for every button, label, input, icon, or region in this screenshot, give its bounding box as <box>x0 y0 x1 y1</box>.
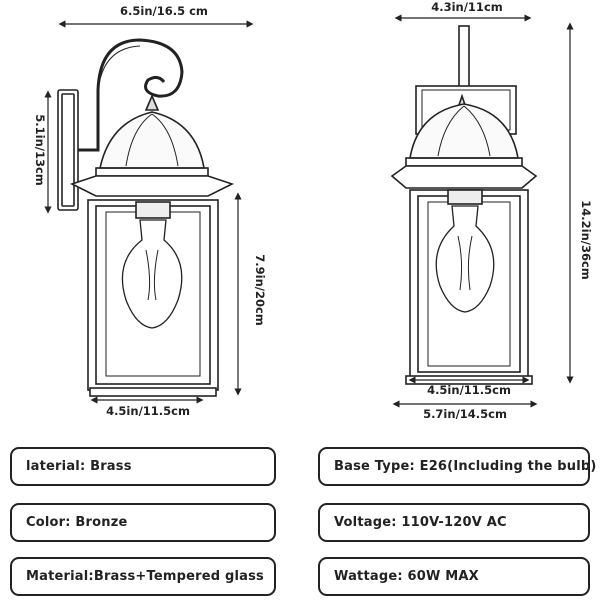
spec-material-text: laterial: Brass <box>26 459 132 474</box>
spec-color-text: Color: Bronze <box>26 515 128 530</box>
spec-voltage-box: Voltage: 110V-120V AC <box>318 503 590 542</box>
spec-material-full-box: Material:Brass+Tempered glass <box>10 557 276 596</box>
dim-left-backplate-height: 5.1in/13cm <box>33 114 47 186</box>
spec-base-type-box: Base Type: E26(Including the bulb) <box>318 447 596 486</box>
spec-wattage-box: Wattage: 60W MAX <box>318 557 590 596</box>
spec-wattage-text: Wattage: 60W MAX <box>334 569 479 584</box>
spec-base-type-text: Base Type: E26(Including the bulb) <box>334 459 597 474</box>
spec-material-full-text: Material:Brass+Tempered glass <box>26 569 264 584</box>
spec-material-box: laterial: Brass <box>10 447 276 486</box>
dim-left-width-top: 6.5in/16.5 cm <box>120 4 208 18</box>
dim-left-body-height: 7.9in/20cm <box>253 254 267 326</box>
dim-left-body-width: 4.5in/11.5cm <box>106 404 190 418</box>
dim-right-roof-width: 5.7in/14.5cm <box>423 407 507 421</box>
dim-right-backplate-width: 4.3in/11cm <box>431 0 503 14</box>
dim-right-body-width: 4.5in/11.5cm <box>427 383 511 397</box>
front-view-lamp <box>390 25 538 385</box>
product-dimension-drawing: 6.5in/16.5 cm 5.1in/13cm 7.9in/20cm 4.5i… <box>33 0 593 421</box>
spec-voltage-text: Voltage: 110V-120V AC <box>334 515 507 530</box>
spec-color-box: Color: Bronze <box>10 503 276 542</box>
side-view-lamp <box>57 38 235 397</box>
dim-right-total-height: 14.2in/36cm <box>579 200 593 280</box>
